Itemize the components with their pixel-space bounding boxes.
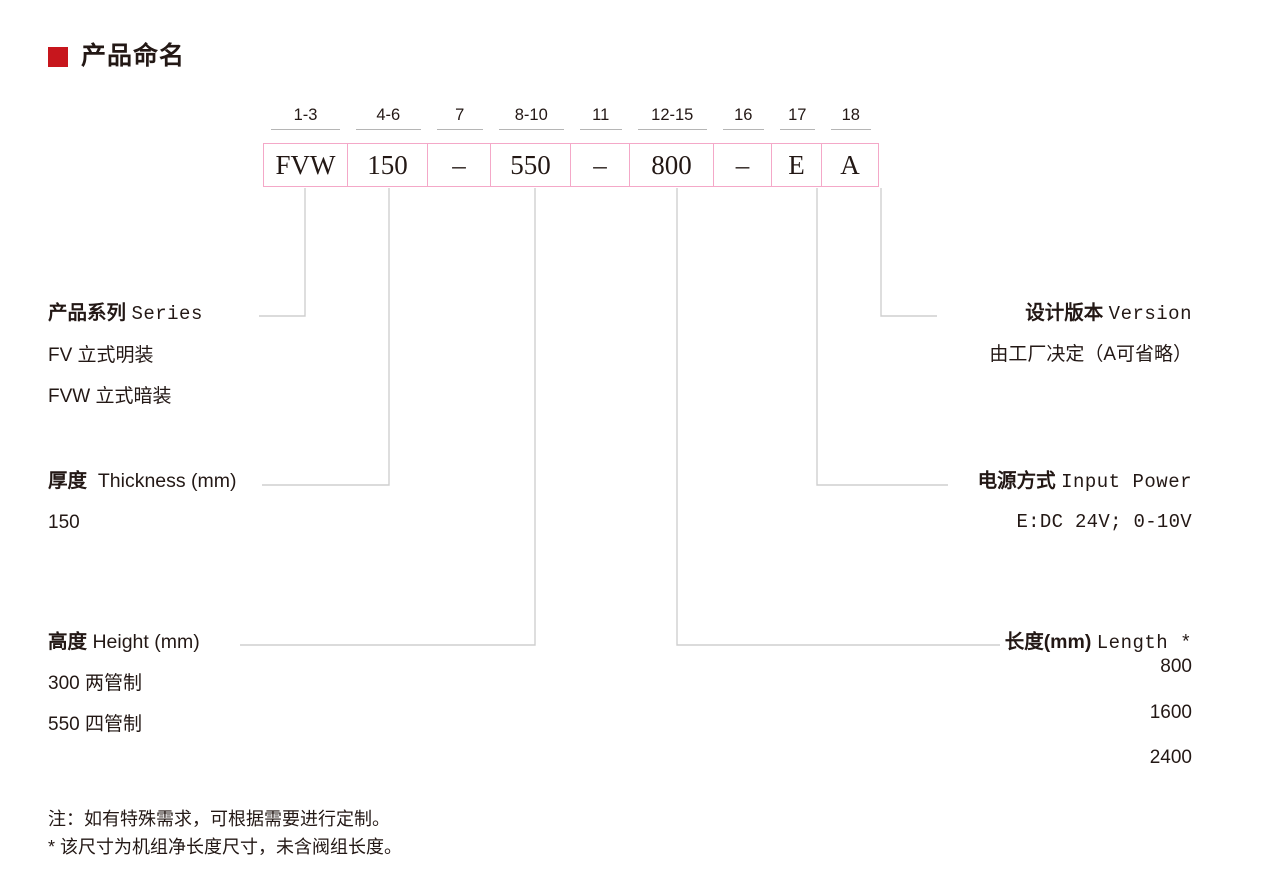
annotation-series-title-en: Series [131, 303, 203, 325]
code-cell: E [770, 143, 823, 188]
annotation-thickness: 厚度 Thickness (mm) 150 [48, 470, 237, 535]
code-column: 11 – [570, 106, 630, 188]
leader-series [259, 188, 306, 317]
leader-power [816, 188, 948, 486]
annotation-power: 电源方式 Input Power E:DC 24V; 0-10V [978, 470, 1192, 535]
code-cell: 150 [346, 143, 429, 188]
code-cell: – [570, 143, 630, 188]
annotation-version-option: 由工厂决定（A可省略） [989, 343, 1192, 365]
code-range-label: 11 [579, 106, 622, 131]
page-title: 产品命名 [48, 44, 185, 69]
annotation-length: 长度(mm) Length * 800 1600 2400 [1005, 631, 1192, 770]
code-range-label: 17 [780, 106, 815, 131]
annotation-power-title-cn: 电源方式 [977, 470, 1056, 492]
code-column: 16 – [713, 106, 772, 188]
annotation-height: 高度 Height (mm) 300 两管制 550 四管制 [48, 631, 200, 737]
code-cell: 550 [489, 143, 572, 188]
annotation-thickness-title-en: Thickness (mm) [97, 470, 237, 492]
annotation-length-option: 2400 [1149, 747, 1192, 769]
annotation-version-title: 设计版本 Version [989, 302, 1192, 326]
annotation-series-option: FVW 立式暗装 [48, 385, 172, 407]
annotation-power-title-en: Input Power [1061, 471, 1192, 493]
code-cell: A [821, 143, 879, 188]
footnotes: 注：如有特殊需求，可根据需要进行定制。 * 该尺寸为机组净长度尺寸，未含阀组长度… [48, 806, 402, 862]
annotation-series: 产品系列 Series FV 立式明装 FVW 立式暗装 [48, 302, 203, 408]
annotation-version-title-cn: 设计版本 [1025, 302, 1104, 324]
footnote-note: 注：如有特殊需求，可根据需要进行定制。 [48, 809, 390, 829]
red-square-marker-icon [48, 46, 68, 67]
annotation-power-option: E:DC 24V; 0-10V [1016, 510, 1192, 533]
leader-length [676, 188, 1000, 646]
annotation-length-title: 长度(mm) Length * [1005, 631, 1192, 655]
annotation-version: 设计版本 Version 由工厂决定（A可省略） [989, 302, 1192, 367]
code-column: 17 E [770, 106, 823, 188]
annotation-height-title: 高度 Height (mm) [48, 631, 200, 654]
annotation-height-title-cn: 高度 [48, 631, 88, 653]
code-range-label: 12-15 [638, 106, 707, 131]
annotation-series-option: FV 立式明装 [48, 344, 154, 366]
annotation-thickness-title-cn: 厚度 [48, 470, 88, 492]
annotation-series-title: 产品系列 Series [48, 302, 203, 326]
annotation-version-title-en: Version [1108, 303, 1192, 325]
leader-version [880, 188, 937, 317]
annotation-length-title-cn: 长度(mm) [1004, 631, 1092, 653]
code-cell: – [713, 143, 772, 188]
leader-thickness [262, 188, 390, 486]
annotation-length-title-en: Length * [1096, 632, 1192, 654]
product-code-table: 1-3 FVW 4-6 150 7 – 8-10 550 11 – 12-15 … [263, 106, 879, 188]
code-cell: – [427, 143, 491, 188]
leader-height [240, 188, 536, 646]
annotation-series-title-cn: 产品系列 [48, 302, 127, 324]
code-column: 8-10 550 [489, 106, 572, 188]
page-title-text: 产品命名 [81, 42, 186, 70]
annotation-height-title-en: Height (mm) [92, 631, 200, 653]
code-range-label: 8-10 [499, 106, 564, 131]
code-range-label: 16 [722, 106, 764, 131]
annotation-height-option: 550 四管制 [48, 714, 142, 736]
code-column: 7 – [427, 106, 491, 188]
code-range-label: 7 [436, 106, 483, 131]
code-column: 12-15 800 [628, 106, 715, 188]
annotation-thickness-title: 厚度 Thickness (mm) [48, 470, 237, 493]
footnote-asterisk: * 该尺寸为机组净长度尺寸，未含阀组长度。 [48, 836, 403, 857]
code-cell: 800 [628, 143, 715, 188]
code-range-label: 4-6 [356, 106, 421, 131]
code-column: 1-3 FVW [263, 106, 348, 188]
annotation-length-option: 1600 [1149, 701, 1192, 723]
annotation-power-title: 电源方式 Input Power [978, 470, 1192, 494]
annotation-thickness-option: 150 [48, 512, 80, 534]
code-cell: FVW [263, 143, 348, 188]
code-range-label: 1-3 [271, 106, 340, 131]
code-column: 4-6 150 [346, 106, 429, 188]
annotation-length-option: 800 [1160, 655, 1192, 677]
annotation-height-option: 300 两管制 [48, 673, 142, 695]
code-range-label: 18 [830, 106, 871, 131]
code-column: 18 A [821, 106, 879, 188]
